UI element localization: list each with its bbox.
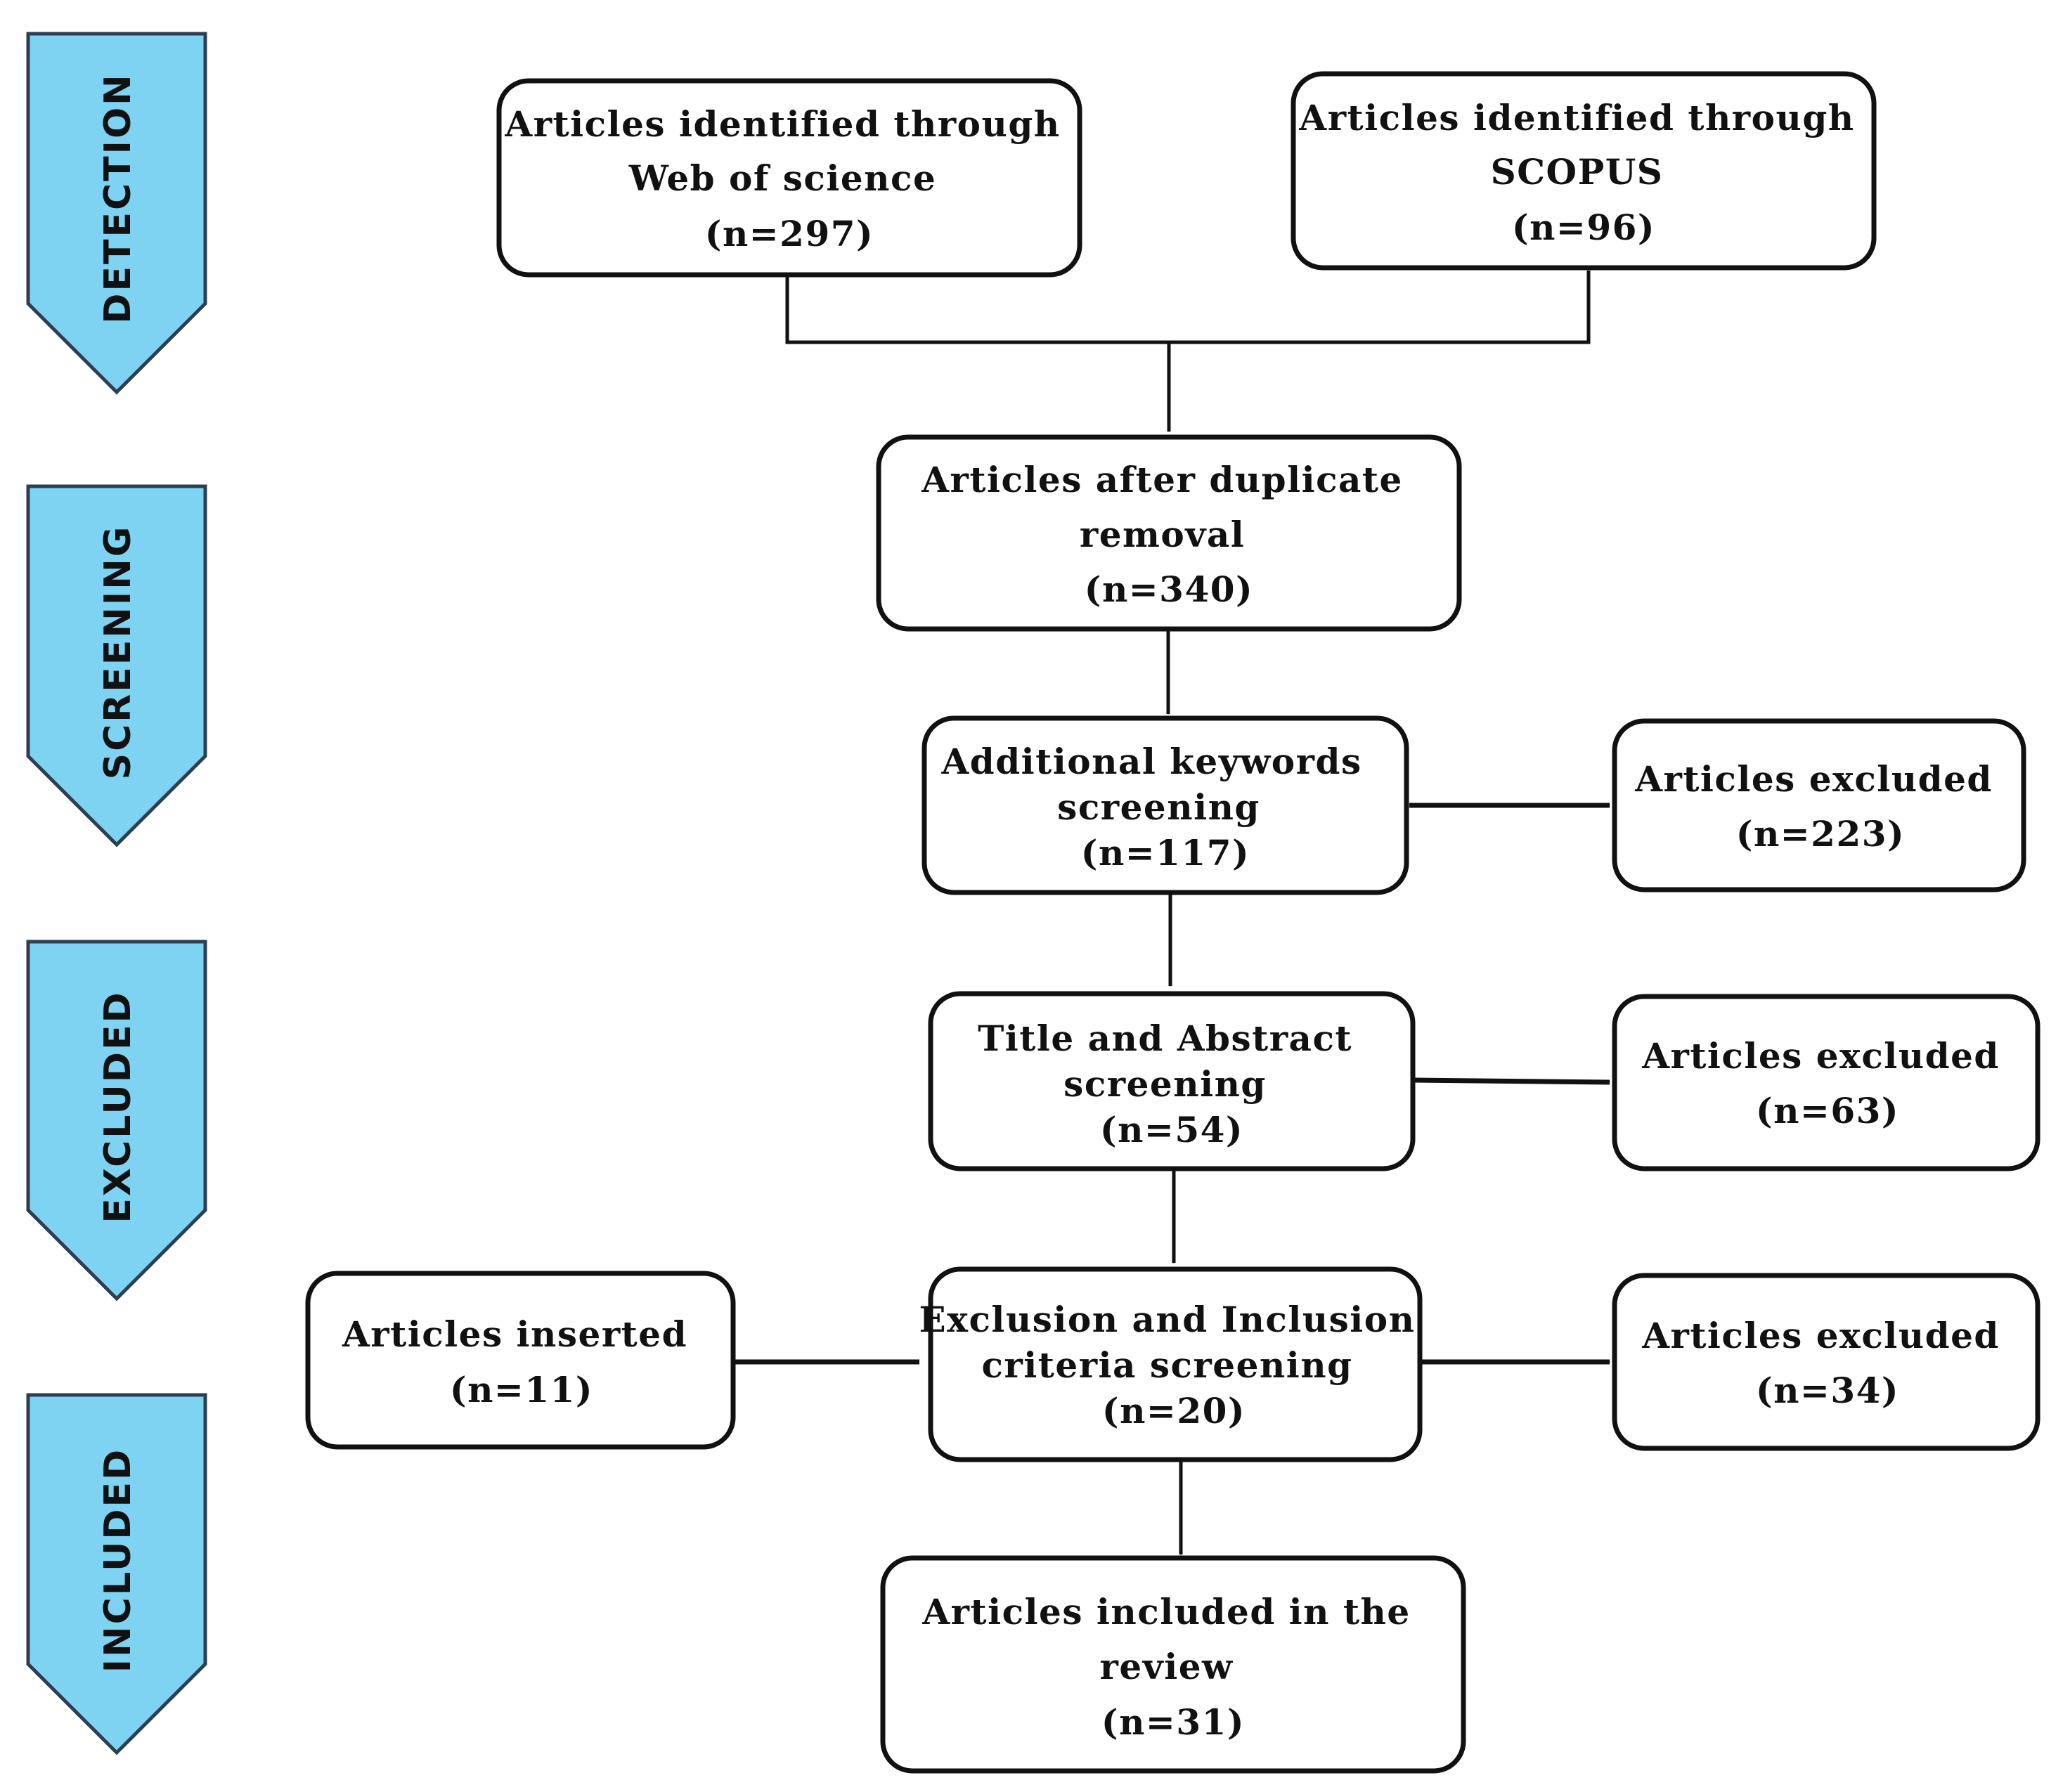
box-excluded-keywords-count: (n=223) <box>1736 813 1905 855</box>
box-scopus-line-1: Articles identified through <box>1298 97 1854 138</box>
box-duplicate-removal-count: (n=340) <box>1085 569 1253 610</box>
stage-excluded-chevron <box>26 940 207 1301</box>
box-keywords-screening-text: Additional keywords screening (n=117) <box>940 741 1375 874</box>
box-excluded-keywords-line-1: Articles excluded <box>1634 758 1993 800</box>
box-excluded-criteria-line-1: Articles excluded <box>1641 1315 2000 1356</box>
box-excluded-criteria-frame <box>1612 1273 2041 1451</box>
box-excluded-title-frame <box>1612 994 2041 1171</box>
stage-excluded: EXCLUDED <box>26 940 207 1301</box>
box-duplicate-removal: Articles after duplicate removal (n=340) <box>876 434 1462 632</box>
box-excluded-keywords: Articles excluded (n=223) <box>1612 718 2026 892</box>
stage-included: INCLUDED <box>26 1393 207 1755</box>
box-articles-inserted: Articles inserted (n=11) <box>305 1271 736 1450</box>
box-excluded-title-line-1: Articles excluded <box>1641 1035 2000 1077</box>
box-excluded-title: Articles excluded (n=63) <box>1612 994 2041 1171</box>
stage-detection-chevron <box>26 32 207 395</box>
box-excluded-criteria-count: (n=34) <box>1756 1370 1899 1411</box>
box-included-review-text: Articles included in the review (n=31) <box>921 1591 1423 1743</box>
box-title-abstract-screening-count: (n=54) <box>1100 1109 1243 1150</box>
box-excluded-keywords-frame <box>1612 718 2026 892</box>
box-scopus-text: Articles identified through SCOPUS (n=96… <box>1298 97 1868 248</box>
box-web-of-science-text: Articles identified through Web of scien… <box>504 103 1073 254</box>
box-excluded-title-text: Articles excluded (n=63) <box>1641 1035 2013 1131</box>
stage-screening-label: SCREENING <box>97 525 139 780</box>
box-keywords-screening-line-2: screening <box>1057 786 1260 828</box>
box-excluded-criteria: Articles excluded (n=34) <box>1612 1273 2041 1451</box>
box-excluded-keywords-text: Articles excluded (n=223) <box>1634 758 2006 855</box>
box-duplicate-removal-line-2: removal <box>1080 514 1245 555</box>
stage-excluded-label: EXCLUDED <box>97 990 139 1223</box>
box-scopus: Articles identified through SCOPUS (n=96… <box>1291 71 1877 271</box>
box-web-of-science-line-1: Articles identified through <box>504 103 1060 145</box>
box-keywords-screening-frame <box>921 715 1409 895</box>
box-title-abstract-screening-text: Title and Abstract screening (n=54) <box>978 1018 1366 1150</box>
box-title-abstract-screening-frame <box>928 991 1416 1171</box>
box-included-review-count: (n=31) <box>1101 1701 1245 1743</box>
box-title-abstract-screening-line-1: Title and Abstract <box>978 1018 1352 1059</box>
box-web-of-science-frame <box>496 78 1082 278</box>
box-scopus-line-2: SCOPUS <box>1491 151 1664 193</box>
box-criteria-screening-line-2: criteria screening <box>982 1344 1353 1386</box>
box-included-review-line-2: review <box>1100 1646 1234 1687</box>
box-keywords-screening-line-1: Additional keywords <box>940 741 1362 782</box>
stage-included-chevron <box>26 1393 207 1755</box>
box-criteria-screening-frame <box>928 1266 1423 1462</box>
box-scopus-count: (n=96) <box>1512 207 1655 248</box>
box-criteria-screening: Exclusion and Inclusion criteria screeni… <box>919 1266 1429 1462</box>
box-web-of-science-line-2: Web of science <box>628 157 937 199</box>
stage-detection-label: DETECTION <box>97 72 139 323</box>
stage-detection: DETECTION <box>26 32 207 395</box>
box-included-review-frame <box>880 1555 1466 1774</box>
box-articles-inserted-line-1: Articles inserted <box>342 1313 687 1355</box>
box-title-abstract-screening-line-2: screening <box>1063 1063 1267 1105</box>
box-duplicate-removal-text: Articles after duplicate removal (n=340) <box>921 459 1416 610</box>
box-keywords-screening: Additional keywords screening (n=117) <box>921 715 1409 895</box>
box-articles-inserted-frame <box>305 1271 736 1450</box>
connectors <box>735 271 1610 1554</box>
box-web-of-science-count: (n=297) <box>705 213 874 254</box>
box-web-of-science: Articles identified through Web of scien… <box>496 78 1082 278</box>
box-title-abstract-screening: Title and Abstract screening (n=54) <box>928 991 1416 1171</box>
box-criteria-screening-text: Exclusion and Inclusion criteria screeni… <box>919 1299 1429 1431</box>
box-duplicate-removal-line-1: Articles after duplicate <box>921 459 1403 500</box>
box-articles-inserted-text: Articles inserted (n=11) <box>342 1313 701 1410</box>
stage-screening-chevron <box>26 484 207 848</box>
arrow-to-excluded-title <box>1414 1077 1610 1085</box>
box-keywords-screening-count: (n=117) <box>1081 832 1250 874</box>
box-criteria-screening-count: (n=20) <box>1102 1390 1246 1431</box>
box-duplicate-removal-frame <box>876 434 1462 632</box>
box-articles-inserted-count: (n=11) <box>450 1369 593 1410</box>
box-included-review-line-1: Articles included in the <box>921 1591 1410 1632</box>
stage-screening: SCREENING <box>26 484 207 848</box>
box-criteria-screening-line-1: Exclusion and Inclusion <box>919 1299 1416 1340</box>
box-included-review: Articles included in the review (n=31) <box>880 1555 1466 1774</box>
box-scopus-frame <box>1291 71 1877 271</box>
box-excluded-criteria-text: Articles excluded (n=34) <box>1641 1315 2013 1411</box>
stage-included-label: INCLUDED <box>97 1448 139 1673</box>
box-excluded-title-count: (n=63) <box>1756 1090 1899 1131</box>
